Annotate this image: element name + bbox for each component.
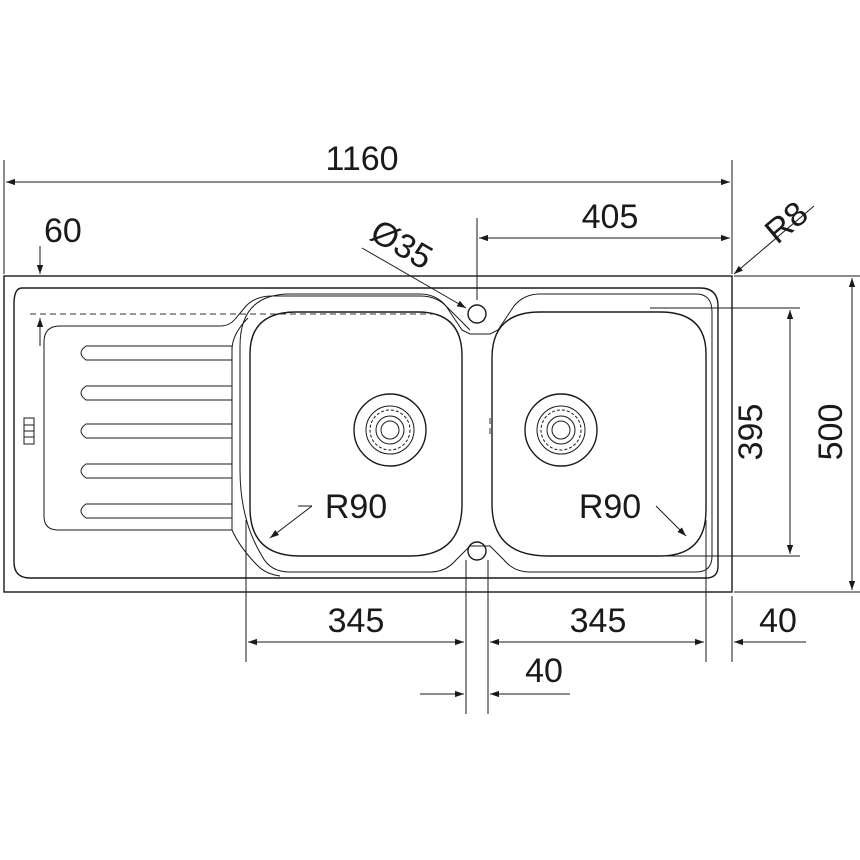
extension-lines	[3, 160, 860, 714]
sink-outer-frame	[3, 275, 733, 593]
left-drain	[353, 393, 427, 467]
groove	[80, 423, 233, 439]
groove	[80, 385, 233, 401]
overflow-hole	[467, 541, 487, 561]
drainer-grooves	[80, 345, 233, 519]
dim-tap-offset: 405	[582, 198, 639, 236]
dim-bowl-depth: 395	[732, 404, 770, 461]
groove	[80, 345, 233, 361]
left-bowl	[249, 311, 463, 557]
dim-bowl-radius-right: R90	[579, 488, 641, 526]
dim-center-gap: 40	[525, 652, 563, 690]
dim-bowl-width-left: 345	[328, 602, 385, 640]
right-bowl	[491, 311, 707, 557]
bowls-outer-rim	[239, 293, 713, 573]
dim-drainer-margin: 60	[44, 212, 82, 250]
dim-line-bowl-radius-left	[269, 505, 313, 539]
dim-line-tap-hole	[361, 247, 467, 309]
groove	[80, 463, 233, 479]
dim-bowl-radius-left: R90	[325, 488, 387, 526]
groove	[80, 503, 233, 519]
dim-corner-radius: R8	[758, 194, 816, 251]
dimensions: 1160 405 60 Ø35 R8 R90 R90 395 500 345 3	[6, 140, 856, 698]
dim-tap-hole-diameter: Ø35	[364, 212, 439, 277]
overflow-slot	[23, 417, 35, 445]
dim-overall-depth: 500	[812, 404, 850, 461]
drainer-edge	[43, 325, 281, 577]
dim-bowl-width-right: 345	[570, 602, 627, 640]
dim-edge-margin: 40	[759, 602, 797, 640]
tap-hole	[467, 304, 487, 324]
sink-body	[3, 275, 733, 593]
dim-line-corner-radius	[733, 205, 815, 275]
drainer-edge-top	[60, 295, 471, 331]
right-drain	[524, 393, 598, 467]
dim-line-bowl-radius-right	[655, 505, 687, 537]
dim-overall-width: 1160	[325, 140, 398, 178]
